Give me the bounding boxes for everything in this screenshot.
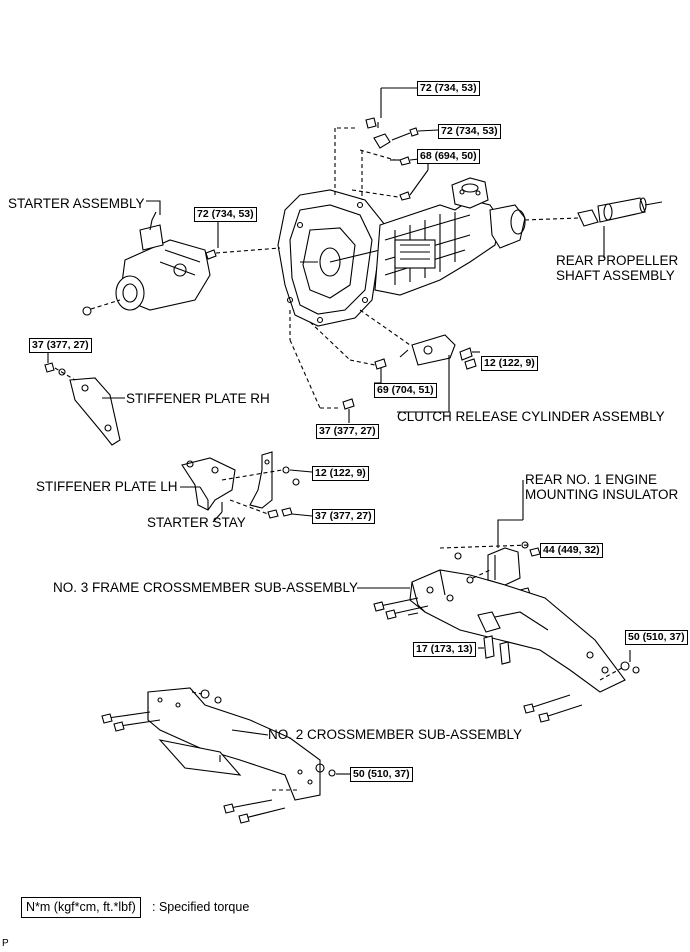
no2-crossmember-label: NO. 2 CROSSMEMBER SUB-ASSEMBLY [268, 727, 523, 742]
stiffener-plate-lh [180, 457, 236, 511]
starter-assembly [82, 200, 281, 316]
starter-stay [221, 451, 313, 519]
torque-value: 17 (173, 13) [413, 642, 476, 657]
starter-stay-leader [212, 511, 223, 523]
rear-mounting-insulator [439, 480, 541, 630]
torque-value: 12 (122, 9) [481, 356, 538, 371]
torque-value: 37 (377, 27) [316, 424, 379, 439]
clutch-release-cylinder-label: CLUTCH RELEASE CYLINDER ASSEMBLY [397, 409, 665, 424]
rear-propeller-shaft [524, 197, 663, 258]
rear-propeller-label-2: SHAFT ASSEMBLY [556, 268, 675, 283]
torque-value: 72 (734, 53) [194, 207, 257, 222]
case-leaders [289, 309, 411, 409]
torque-value: 72 (734, 53) [417, 81, 480, 96]
torque-value: 69 (704, 51) [374, 383, 437, 398]
torque-value: 72 (734, 53) [438, 124, 501, 139]
torque-value: 44 (449, 32) [540, 543, 603, 558]
footer-code: P [2, 938, 9, 949]
torque-value: 68 (694, 50) [417, 149, 480, 164]
rear-mount-label-2: MOUNTING INSULATOR [525, 487, 679, 502]
frame-crossmember-label: NO. 3 FRAME CROSSMEMBER SUB-ASSEMBLY [53, 580, 359, 595]
no3-frame-crossmember [357, 569, 640, 723]
transmission-assembly [277, 177, 526, 327]
torque-value: 50 (510, 37) [350, 767, 413, 782]
torque-value: 12 (122, 9) [312, 466, 369, 481]
stiffener-plate-lh-label: STIFFENER PLATE LH [36, 479, 178, 494]
torque-legend-description: : Specified torque [152, 900, 250, 914]
torque-value: 37 (377, 27) [312, 509, 375, 524]
torque-value: 37 (377, 27) [29, 338, 92, 353]
torque-units-legend: N*m (kgf*cm, ft.*lbf) [21, 897, 141, 918]
top-bolts [334, 87, 439, 201]
starter-assembly-label: STARTER ASSEMBLY [8, 196, 145, 211]
stiffener-plate-rh-label: STIFFENER PLATE RH [126, 391, 270, 406]
starter-stay-label: STARTER STAY [147, 515, 246, 530]
stiffener-plate-rh [44, 352, 125, 446]
rear-mount-label-1: REAR NO. 1 ENGINE [525, 472, 658, 487]
torque-value: 50 (510, 37) [625, 630, 688, 645]
rear-propeller-label-1: REAR PROPELLER [556, 253, 679, 268]
no2-crossmember [101, 687, 350, 824]
